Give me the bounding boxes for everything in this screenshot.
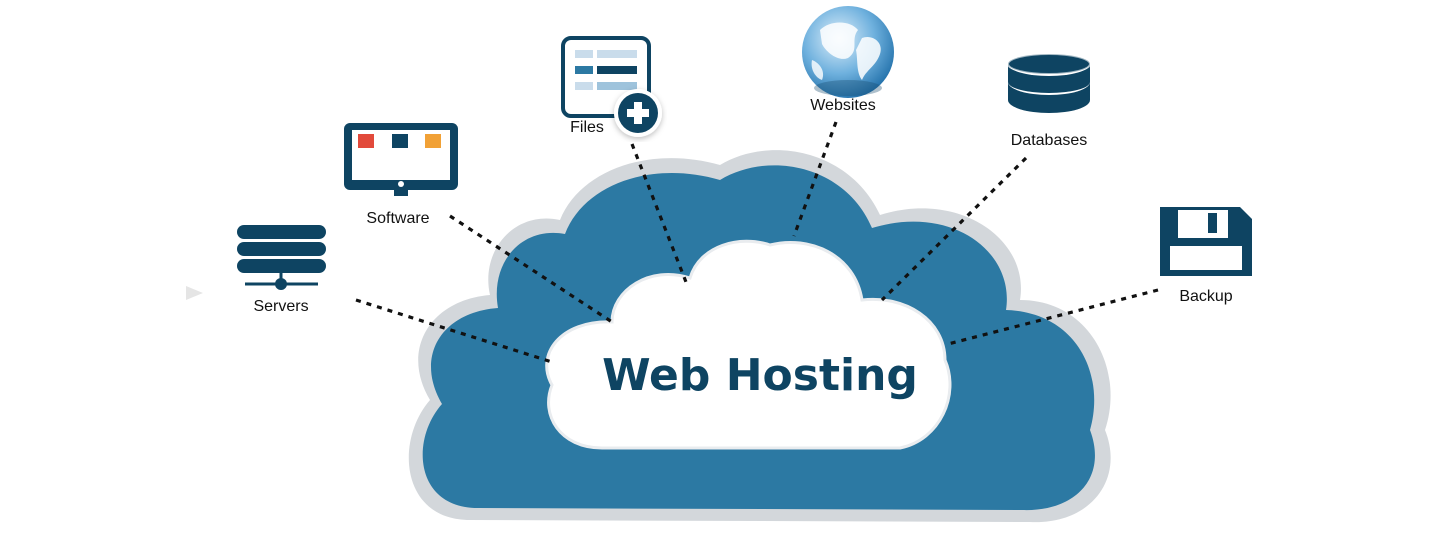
- monitor-icon: [344, 123, 458, 196]
- label-backup: Backup: [1179, 288, 1232, 305]
- document-add-icon: [561, 36, 662, 137]
- server-stack-icon: [237, 225, 326, 290]
- connector-files: [630, 143, 688, 283]
- label-websites: Websites: [810, 97, 876, 114]
- inner-cloud: [545, 239, 952, 450]
- connector-backup: [947, 288, 1159, 346]
- label-software: Software: [366, 210, 429, 227]
- diagram-title: Web Hosting: [602, 350, 918, 401]
- connector-databases: [880, 156, 1028, 302]
- connector-servers: [355, 298, 553, 364]
- connectors: [355, 121, 1159, 364]
- label-servers: Servers: [253, 298, 308, 315]
- label-databases: Databases: [1011, 132, 1088, 149]
- floppy-disk-icon: [1160, 207, 1252, 276]
- connector-websites: [792, 121, 838, 237]
- database-icon: [1007, 52, 1091, 113]
- globe-icon: [802, 6, 894, 98]
- edge-mark: [186, 286, 203, 300]
- label-files: Files: [570, 119, 604, 136]
